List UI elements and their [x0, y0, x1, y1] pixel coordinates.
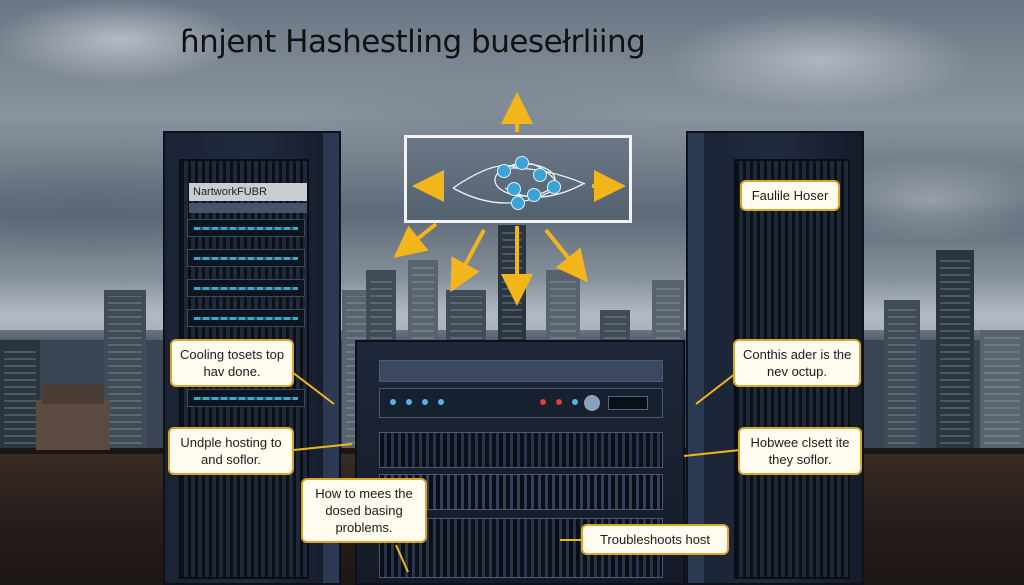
network-node: [507, 182, 521, 196]
arrow-down-left-icon: [450, 229, 486, 293]
callout-line: Hobwee clsett ite: [750, 435, 850, 450]
network-node: [547, 180, 561, 194]
callout-line: Cooling tosets top: [180, 347, 285, 362]
control-panel: [379, 388, 663, 418]
callout-line: How to mees the: [315, 486, 413, 501]
status-led: [406, 399, 412, 405]
building: [980, 330, 1024, 450]
building: [936, 250, 974, 450]
connector-line: [683, 449, 741, 457]
server-unit: [187, 249, 305, 267]
vent-panel: [379, 432, 663, 468]
callout-hardware: Hobwee clsett ite they soflor.: [738, 427, 862, 475]
page-title: ɦnjent Hashestling buesełrliing: [180, 24, 646, 60]
network-node: [497, 164, 511, 178]
callout-line: and soflor.: [201, 452, 261, 467]
callout-line: Undple hosting to: [180, 435, 282, 450]
server-unit: [187, 389, 305, 407]
callout-cooling: Cooling tosets top hav done.: [170, 339, 294, 387]
network-node: [515, 156, 529, 170]
alert-led: [540, 399, 546, 405]
rack-sublabel: [189, 203, 307, 213]
connector-line: [695, 369, 741, 405]
rack-side-panel: [688, 133, 704, 583]
callout-line: dosed basing: [325, 503, 403, 518]
historic-building: [36, 384, 110, 450]
callout-line: Faulile Hoser: [751, 188, 829, 203]
server-rack-center: [355, 340, 685, 585]
callout-line: nev octup.: [767, 364, 827, 379]
rack-label: NartworkFUBR: [189, 183, 307, 201]
network-node: [527, 188, 541, 202]
arrow-down-left-icon: [393, 222, 438, 258]
building: [0, 340, 40, 450]
callout-line: Conthis ader is the: [743, 347, 852, 362]
network-node: [533, 168, 547, 182]
control-knob: [584, 395, 600, 411]
callout-hosting: Undple hosting to and soflor.: [168, 427, 294, 475]
building: [884, 300, 920, 450]
status-led: [438, 399, 444, 405]
status-led: [572, 399, 578, 405]
rack-top-panel: [379, 360, 663, 382]
status-led: [422, 399, 428, 405]
connector-line: [293, 443, 353, 451]
server-unit: [187, 309, 305, 327]
status-led: [390, 399, 396, 405]
server-unit: [187, 279, 305, 297]
connector-line: [395, 544, 409, 573]
connector-line: [291, 371, 335, 405]
arrow-down-right-icon: [544, 228, 588, 283]
status-display: [608, 396, 648, 410]
rack-side-panel: [323, 133, 339, 583]
callout-troubleshoot: Troubleshoots host: [581, 524, 729, 555]
callout-line: problems.: [335, 520, 393, 535]
callout-line: Troubleshoots host: [599, 532, 711, 547]
callout-faulty-host: Faulile Hoser: [740, 180, 840, 211]
alert-led: [556, 399, 562, 405]
callout-line: they soflor.: [768, 452, 832, 467]
building: [104, 290, 146, 450]
callout-problems: How to mees the dosed basing problems.: [301, 478, 427, 543]
server-unit: [187, 219, 305, 237]
network-node: [511, 196, 525, 210]
callout-setup: Conthis ader is the nev octup.: [733, 339, 861, 387]
callout-line: hav done.: [203, 364, 261, 379]
